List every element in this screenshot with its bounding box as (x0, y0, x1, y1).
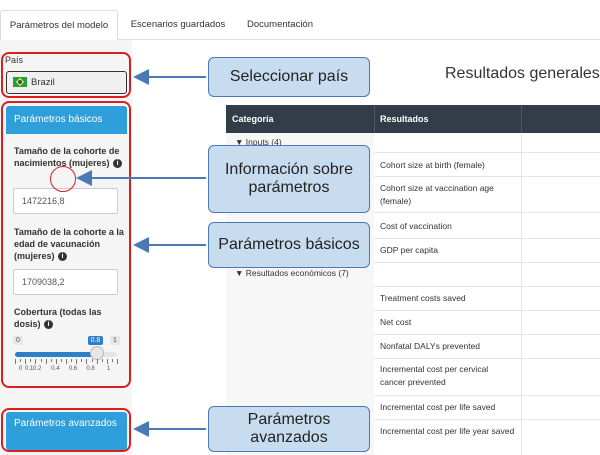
slider-tick-label: 0.2 (33, 366, 42, 372)
row-divider (374, 334, 600, 335)
header-divider (521, 105, 522, 133)
slider-tick-label: 0 (19, 366, 23, 372)
table-row: Treatment costs saved (380, 293, 466, 303)
advanced-params-highlight (1, 408, 131, 452)
slider-tick (81, 359, 83, 362)
info-icon-highlight (50, 166, 76, 192)
slider-tick (91, 359, 93, 362)
slider-tick-label: 0.8 (86, 366, 95, 372)
callout-advanced-parameters: Parámetros avanzados (208, 406, 370, 452)
slider-tick (15, 359, 16, 364)
table-row: Net cost (380, 317, 412, 327)
table-row: Cohort size at birth (female) (380, 160, 485, 170)
slider-tick (101, 359, 103, 362)
slider-tick (76, 359, 78, 364)
brazil-flag-icon (13, 77, 27, 87)
country-label: País (5, 55, 24, 65)
callout-select-country: Seleccionar país (208, 57, 370, 97)
tab-documentation[interactable]: Documentación (246, 19, 313, 30)
row-divider (374, 212, 600, 213)
slider-tick (111, 359, 113, 362)
advanced-parameters-header[interactable]: Parámetros avanzados (6, 412, 127, 450)
vaccination-cohort-input[interactable]: 1709038,2 (13, 269, 118, 295)
row-divider (374, 395, 600, 396)
slider-tick-label: 1 (107, 366, 111, 372)
slider-tick (40, 359, 42, 362)
basic-params-highlight (1, 101, 131, 388)
info-icon[interactable]: i (44, 320, 54, 330)
header-results[interactable]: Resultados (380, 114, 429, 124)
slider-tick (35, 359, 37, 364)
row-divider (374, 310, 600, 311)
country-highlight (1, 52, 131, 98)
table-row: GDP per capita (380, 245, 438, 255)
slider-tick (25, 359, 27, 364)
table-row: Incremental cost per cervical cancer pre… (380, 364, 489, 387)
slider-value-label: 0.8 (87, 336, 104, 345)
column-divider (521, 133, 522, 455)
slider-min-label: 0 (13, 336, 23, 345)
slider-tick (30, 359, 32, 362)
table-row: Cost of vaccination (380, 221, 452, 231)
tab-model-parameters[interactable]: Parámetros del modelo (0, 10, 118, 41)
row-divider (374, 238, 600, 239)
row-divider (374, 262, 600, 263)
tab-saved-scenarios[interactable]: Escenarios guardados (130, 19, 226, 30)
coverage-label: Cobertura (todas las dosis) i (14, 307, 102, 330)
slider-tick (106, 359, 108, 364)
row-divider (374, 176, 600, 177)
slider-max-label: 1 (110, 336, 120, 345)
slider-tick (96, 359, 98, 364)
table-row: Nonfatal DALYs prevented (380, 341, 481, 351)
basic-parameters-header[interactable]: Parámetros básicos (6, 106, 127, 134)
callout-basic-parameters: Parámetros básicos (208, 222, 370, 268)
slider-tick (71, 359, 73, 362)
birth-cohort-label: Tamaño de la cohorte de nacimientos (muj… (14, 145, 124, 169)
table-row: Incremental cost per life year saved (380, 426, 515, 436)
tab-bar: Parámetros del modelo Escenarios guardad… (0, 0, 600, 41)
vaccination-cohort-label: Tamaño de la cohorte a la edad de vacuna… (14, 227, 124, 262)
slider-tick-label: 0.4 (51, 366, 60, 372)
row-divider (374, 358, 600, 359)
coverage-slider-track[interactable] (15, 352, 117, 357)
country-select[interactable]: Brazil (6, 71, 127, 94)
slider-tick (20, 359, 22, 362)
slider-tick (45, 359, 47, 364)
table-row: Cohort size at vaccination age (female) (380, 183, 494, 206)
slider-tick (86, 359, 88, 364)
slider-tick (50, 359, 52, 362)
row-divider (374, 152, 600, 153)
slider-tick (60, 359, 62, 362)
page-title: Resultados generales (445, 65, 600, 82)
slider-tick (55, 359, 57, 364)
results-table-header: Categoría Resultados (226, 105, 600, 133)
slider-tick-label: 0.1 (25, 366, 34, 372)
group-economic-results[interactable]: ▼ Resultados económicos (7) (235, 268, 349, 278)
slider-tick (117, 359, 118, 364)
info-icon[interactable]: i (58, 252, 68, 262)
slider-tick-label: 0.6 (68, 366, 78, 372)
group-inputs[interactable]: ▼ Inputs (4) (235, 137, 282, 147)
header-divider (374, 105, 375, 133)
country-value: Brazil (31, 77, 55, 88)
callout-parameter-info: Información sobre parámetros (208, 145, 370, 213)
row-divider (374, 419, 600, 420)
row-divider (374, 286, 600, 287)
coverage-slider-fill (15, 352, 97, 357)
info-icon[interactable]: i (113, 159, 123, 169)
header-category[interactable]: Categoría (232, 114, 274, 124)
table-row: Incremental cost per life saved (380, 402, 496, 412)
slider-tick (66, 359, 67, 364)
